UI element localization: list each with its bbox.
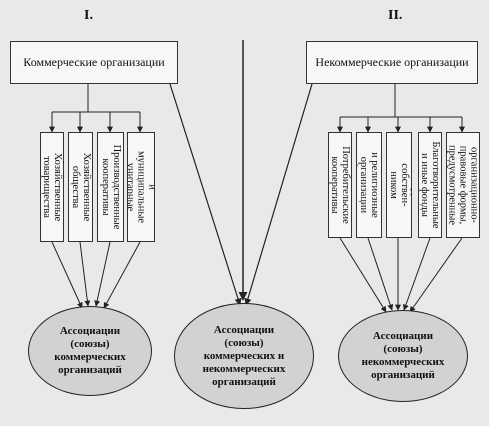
noncommercial-item-public-religious: Общественные и религиозные организации (… (356, 132, 382, 238)
noncommercial-item-label: Финансируемые собствен- ником учреждения (386, 148, 412, 222)
commercial-item-cooperatives: Производственные кооперативы (97, 132, 124, 242)
noncommercial-item-label: Другие организационно- правовые формы, п… (446, 145, 480, 225)
noncommercial-item-foundations: Благотворительные и иные фонды (418, 132, 442, 238)
commercial-item-label: Хозяйственные товарищества (41, 152, 63, 222)
commercial-associations-ellipse: Ассоциации (союзы) коммерческих организа… (28, 306, 152, 396)
noncommercial-item-consumer-coops: Потребительские кооперативы (328, 132, 352, 238)
commercial-orgs-header: Коммерческие организации (10, 41, 178, 84)
mixed-associations-ellipse: Ассоциации (союзы) коммерческих и некомм… (174, 303, 314, 409)
noncommercial-item-label: Потребительские кооперативы (329, 146, 351, 224)
section-ii-label: II. (388, 8, 403, 23)
commercial-item-label: Государственные и муниципальные унитарны… (127, 150, 154, 224)
commercial-item-unitary-enterprises: Государственные и муниципальные унитарны… (127, 132, 155, 242)
commercial-item-companies: Хозяйственные общества (68, 132, 93, 242)
commercial-item-label: Хозяйственные общества (69, 152, 92, 222)
commercial-item-partnerships: Хозяйственные товарищества (40, 132, 64, 242)
noncommercial-item-label: Благотворительные и иные фонды (419, 141, 441, 229)
noncommercial-item-other-forms: Другие организационно- правовые формы, п… (446, 132, 480, 238)
noncommercial-item-institutions: Финансируемые собствен- ником учреждения (386, 132, 412, 238)
noncommercial-item-label: Общественные и религиозные организации (… (356, 151, 382, 219)
noncommercial-orgs-header: Некоммерческие организации (306, 41, 478, 84)
commercial-item-label: Производственные кооперативы (99, 144, 122, 230)
section-i-label: I. (84, 8, 93, 23)
noncommercial-associations-ellipse: Ассоциации (союзы) некоммерческих органи… (338, 310, 468, 402)
